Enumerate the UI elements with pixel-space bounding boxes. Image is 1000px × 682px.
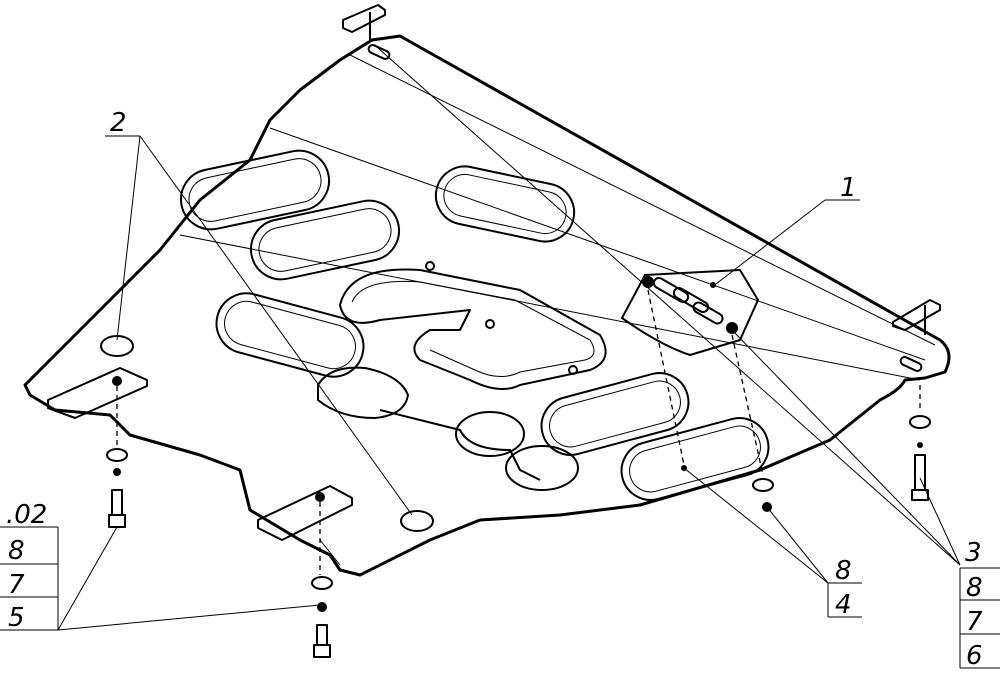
fastener-left: [106, 386, 128, 528]
svg-text:4: 4: [835, 590, 852, 620]
access-holes: [317, 261, 579, 491]
svg-text:3: 3: [965, 538, 982, 568]
fastener-right: [909, 385, 931, 501]
svg-text:8: 8: [8, 536, 25, 566]
svg-text:8: 8: [835, 556, 852, 586]
callout-1: 1: [840, 173, 857, 203]
stamped-ribs: [179, 149, 770, 501]
leader-lines: [57, 47, 961, 631]
callout-3: 3: [965, 538, 982, 568]
brackets: [47, 4, 941, 541]
svg-text:6: 6: [966, 641, 983, 671]
callout-stack-left: .02 8 7 5: [0, 500, 59, 633]
svg-text:.02: .02: [6, 500, 47, 530]
svg-text:1: 1: [840, 173, 857, 203]
svg-text:7: 7: [8, 570, 25, 600]
callout-stack-right: 8 7 6: [959, 567, 1000, 671]
svg-text:5: 5: [8, 603, 25, 633]
svg-text:8: 8: [966, 573, 983, 603]
fastener-hatch: [647, 289, 774, 512]
svg-text:7: 7: [966, 607, 983, 637]
callout-stack-8-4: 8 4: [827, 556, 862, 620]
skid-plate: [23, 34, 951, 577]
fastener-center: [311, 502, 333, 658]
svg-text:2: 2: [110, 108, 127, 138]
rubber-plugs: [100, 335, 434, 532]
callout-2: 2: [110, 108, 127, 138]
